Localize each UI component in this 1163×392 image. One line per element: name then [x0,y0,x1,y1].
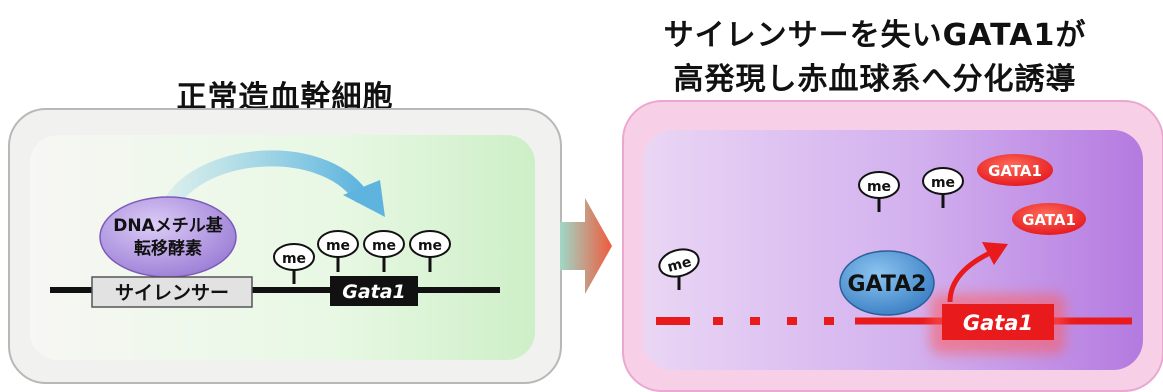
silencer-box [91,276,253,308]
silencer-label: サイレンサー [115,282,229,304]
gata1-protein-label: GATA1 [1022,211,1076,229]
svg-text:me: me [282,251,306,267]
gata2-protein [839,250,935,316]
svg-text:me: me [326,238,350,254]
methyl-group: me [409,230,451,272]
gata1-protein [977,154,1053,186]
enzyme-label-1: DNAメチル基 [113,215,223,236]
svg-text:me: me [372,238,396,254]
svg-text:me: me [666,254,693,276]
gata2-label: GATA2 [847,272,926,297]
gata1-protein-label: GATA1 [988,162,1042,180]
gata1-gene-label-right: Gata1 [963,311,1033,335]
methyl-group: me [273,243,315,284]
right-dna-dashed [656,317,834,325]
enzyme-label-2: 転移酵素 [134,238,202,259]
expression-arrow [947,249,994,303]
right-title-line1: サイレンサーを失いGATA1が [663,18,1087,53]
gata1-gene-box-left [330,276,418,306]
svg-text:me: me [931,175,955,191]
gata1-gene-box-right [942,304,1054,340]
free-methyl-group: me [858,171,900,212]
svg-text:me: me [867,179,891,195]
transition-arrow [560,198,612,294]
free-methyl-group: me [658,248,700,290]
methyl-group: me [317,230,359,272]
free-methyl-group: me [922,167,964,208]
gata1-gene-label-left: Gata1 [342,281,406,303]
expression-arrowhead [982,242,1008,265]
svg-text:me: me [418,238,442,254]
gata1-protein [1012,203,1086,235]
methylation-arc-arrow [162,150,385,217]
right-title-line2: 高発現し赤血球系へ分化誘導 [673,62,1077,97]
dna-methyltransferase [99,196,237,278]
methyl-group: me [363,230,405,272]
